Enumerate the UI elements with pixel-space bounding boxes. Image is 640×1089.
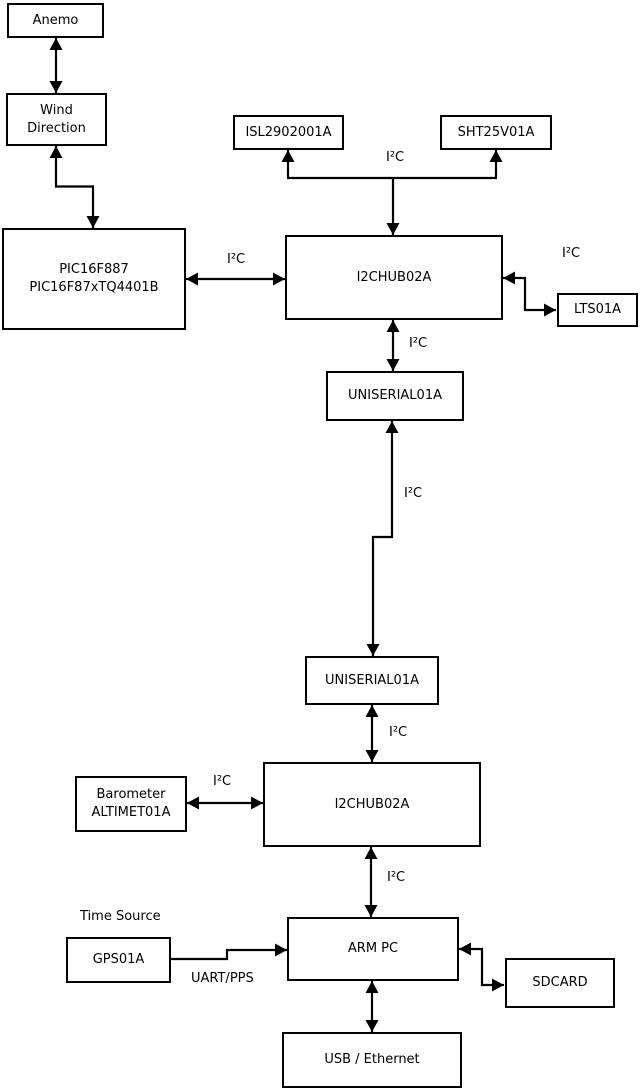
node-gps01a-label: GPS01A [92,952,145,968]
label-i2c-uniserial-hub2: I²C [389,725,408,740]
node-sdcard-label: SDCARD [532,975,588,991]
node-anemo-label: Anemo [32,12,79,28]
node-arm-pc-label: ARM PC [347,941,399,957]
node-uniserial-top: UNISERIAL01A [326,371,464,421]
label-i2c-uniserial-link: I²C [404,486,423,501]
node-barometer: Barometer ALTIMET01A [75,776,187,832]
label-time-source: Time Source [80,909,161,924]
node-pic16f887: PIC16F887 PIC16F87xTQ4401B [2,228,186,330]
node-usb-ethernet: USB / Ethernet [282,1032,462,1088]
edge-armpc-sdcard [459,942,504,992]
label-i2c-hub2-armpc: I²C [387,870,406,885]
edge-wind-direction-pic [49,146,100,228]
node-usb-ethernet-label: USB / Ethernet [324,1052,420,1068]
node-pic16f887-label: PIC16F887 PIC16F87xTQ4401B [29,262,159,295]
node-wind-direction: Wind Direction [6,93,107,146]
node-gps01a: GPS01A [66,937,171,983]
node-wind-direction-label: Wind Direction [27,102,86,136]
node-barometer-label: Barometer ALTIMET01A [91,787,171,820]
node-uniserial-top-label: UNISERIAL01A [348,388,442,404]
edge-gps-armpc [171,943,287,961]
node-sht25v01a-label: SHT25V01A [457,124,535,140]
label-i2c-hub-uniserial: I²C [409,336,428,351]
node-i2chub-bottom-label: I2CHUB02A [334,796,410,812]
node-isl2902001a-label: ISL2902001A [245,124,332,140]
node-sdcard: SDCARD [505,958,615,1008]
node-anemo: Anemo [7,3,104,38]
node-i2chub-top-label: I2CHUB02A [356,269,432,285]
node-uniserial-bottom-label: UNISERIAL01A [325,672,419,688]
edge-uniserial-top-uniserial-bottom [366,421,399,656]
label-i2c-sensor-bus: I²C [386,150,405,165]
label-uart-pps: UART/PPS [191,971,254,986]
node-i2chub-bottom: I2CHUB02A [263,762,481,847]
node-i2chub-top: I2CHUB02A [285,235,503,320]
node-uniserial-bottom: UNISERIAL01A [305,656,439,705]
node-lts01a-label: LTS01A [573,302,622,318]
node-arm-pc: ARM PC [287,917,459,981]
node-lts01a: LTS01A [557,293,638,327]
label-i2c-hub-lts: I²C [562,246,581,261]
node-isl2902001a: ISL2902001A [233,115,344,150]
edge-i2chub-top-lts [503,271,556,317]
node-sht25v01a: SHT25V01A [440,115,552,150]
label-i2c-pic-hub: I²C [227,252,246,267]
label-i2c-barometer-hub2: I²C [213,774,232,789]
